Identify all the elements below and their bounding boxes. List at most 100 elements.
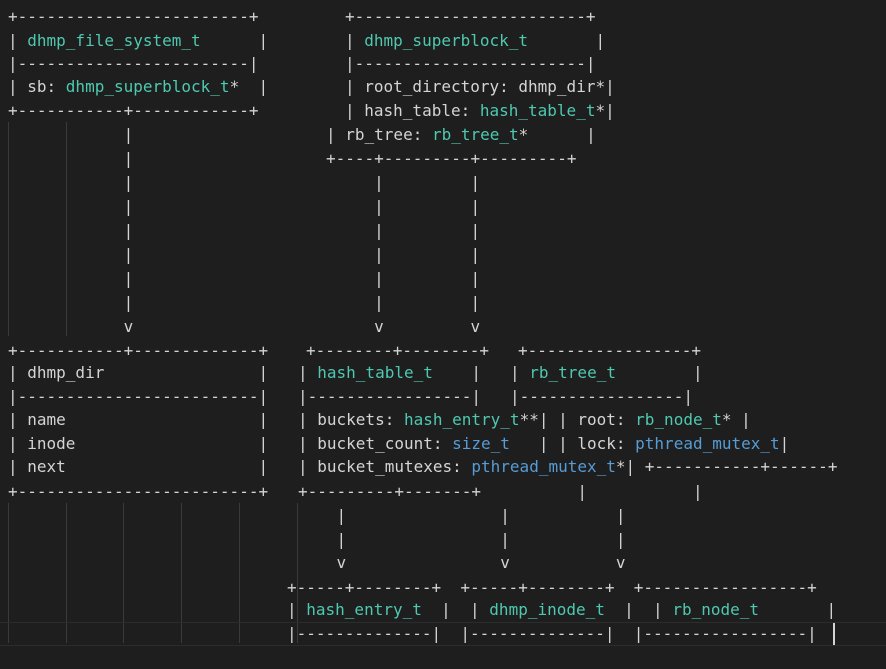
diagram-line: |-------------------------| — [8, 385, 268, 409]
text-token: | | — [326, 197, 481, 216]
text-token: +------------------------+ — [8, 7, 259, 26]
indent-guide — [297, 503, 298, 643]
diagram-line: | | — [326, 171, 480, 195]
indent-guide — [8, 503, 9, 643]
diagram-line: |-----------------| — [298, 385, 481, 409]
diagram-line: | buckets: hash_entry_t**| | root: rb_no… — [298, 408, 751, 432]
text-token: v v v — [298, 553, 626, 572]
text-token: | bucket_mutexes: — [298, 457, 472, 476]
diagram-line: +---------+-------+ | | — [298, 480, 703, 504]
text-token: | — [528, 31, 606, 50]
text-token: | — [8, 269, 134, 288]
diagram-line: | | | — [298, 528, 626, 552]
text-token: |-----------------| — [298, 387, 482, 406]
text-token: *| — [595, 101, 615, 120]
diagram-line: | — [8, 267, 134, 291]
text-token: | inode | — [8, 434, 269, 453]
text-token: | — [8, 149, 134, 168]
text-token: | — [8, 245, 134, 264]
type-token: hash_entry_t — [306, 600, 422, 619]
diagram-line: | root_directory: dhmp_dir*| — [345, 75, 615, 99]
diagram-line: +--------+--------+ — [306, 339, 489, 363]
diagram-line: | — [8, 171, 134, 195]
text-token: |------------------------| — [8, 54, 259, 73]
keyword-token: pthread_mutex_t — [635, 434, 780, 453]
text-token: |--------------| |--------------| |-----… — [287, 624, 817, 643]
text-token: |-------------------------| — [8, 387, 269, 406]
diagram-line: +-----------+------------+ — [8, 99, 258, 123]
text-token: | — [510, 363, 530, 382]
keyword-token: size_t — [452, 434, 510, 453]
text-token: | root_directory: dhmp_dir*| — [345, 77, 615, 96]
diagram-line: | name | — [8, 408, 268, 432]
diagram-line: | | — [326, 291, 480, 315]
text-token: | buckets: — [298, 410, 404, 429]
diagram-line: v v — [326, 315, 480, 339]
text-token: | next | — [8, 457, 269, 476]
text-token: | — [779, 434, 790, 453]
diagram-line: |--------------| |--------------| |-----… — [287, 622, 817, 646]
diagram-line: | inode | — [8, 432, 268, 456]
text-token: | — [8, 173, 134, 192]
diagram-line: | rb_tree_t | — [510, 361, 703, 385]
diagram-line: | | | — [298, 504, 626, 528]
text-token: | — [200, 31, 269, 50]
type-token: hash_table_t — [479, 101, 596, 120]
text-token: * | — [518, 125, 596, 144]
diagram-line: | hash_table_t | — [298, 361, 481, 385]
type-token: dhmp_superblock_t — [364, 31, 529, 50]
diagram-line: | — [8, 291, 134, 315]
diagram-line: +-------------------------+ — [8, 480, 268, 504]
diagram-line: | dhmp_superblock_t | — [345, 29, 605, 53]
diagram-line: | bucket_count: size_t | | lock: pthread… — [298, 432, 789, 456]
text-token: +-------------------------+ — [8, 482, 269, 501]
indent-guide — [66, 503, 67, 643]
diagram-line: |------------------------| — [8, 52, 258, 76]
type-token: dhmp_superblock_t — [65, 77, 230, 96]
text-token: | — [8, 221, 134, 240]
diagram-line: | — [8, 147, 134, 171]
text-token: | | — [604, 600, 673, 619]
indent-guide — [8, 122, 9, 336]
text-token: | | — [326, 221, 481, 240]
text-token: **| | root: — [519, 410, 636, 429]
text-token: | | lock: — [509, 434, 636, 453]
text-token: | — [8, 31, 28, 50]
diagram-line: | dhmp_file_system_t | — [8, 29, 268, 53]
type-token: rb_node_t — [672, 600, 760, 619]
type-token: dhmp_file_system_t — [27, 31, 201, 50]
text-token: | — [8, 197, 134, 216]
diagram-line: +-----------+-------------+ — [8, 339, 268, 363]
diagram-line: | | — [326, 243, 480, 267]
text-token: +----+---------+---------+ — [326, 149, 577, 168]
text-token: | | — [326, 173, 481, 192]
text-token: +--------+--------+ — [306, 341, 490, 360]
type-token: rb_tree_t — [431, 125, 519, 144]
text-token: | | — [326, 245, 481, 264]
diagram-line: |-----------------| — [510, 385, 693, 409]
type-token: rb_tree_t — [529, 363, 616, 382]
diagram-line: | | — [326, 195, 480, 219]
type-token: dhmp_inode_t — [489, 600, 605, 619]
diagram-line: | rb_tree: rb_tree_t* | — [326, 123, 596, 147]
diagram-line: | dhmp_dir | — [8, 361, 268, 385]
text-token: | — [432, 363, 482, 382]
diagram-line: v — [8, 315, 134, 339]
indent-guide — [66, 122, 67, 336]
indent-guide — [181, 503, 182, 643]
diagram-line: | — [8, 219, 134, 243]
text-token: | — [8, 125, 134, 144]
text-token: *| +-----------+------+ — [615, 457, 838, 476]
text-token: | | | — [298, 506, 626, 525]
diagram-line: | hash_table: hash_table_t*| — [345, 99, 615, 123]
type-token: rb_node_t — [635, 410, 722, 429]
text-token: * | — [229, 77, 269, 96]
text-token: v v — [326, 317, 481, 336]
text-token: | | — [421, 600, 490, 619]
diagram-line: +------------------------+ — [8, 5, 258, 29]
text-token: | — [298, 363, 318, 382]
diagram-line: | hash_entry_t | | dhmp_inode_t | | rb_n… — [287, 598, 836, 622]
text-token: +-----+--------+ +-----+--------+ +-----… — [287, 578, 817, 597]
text-token: v — [8, 317, 134, 336]
